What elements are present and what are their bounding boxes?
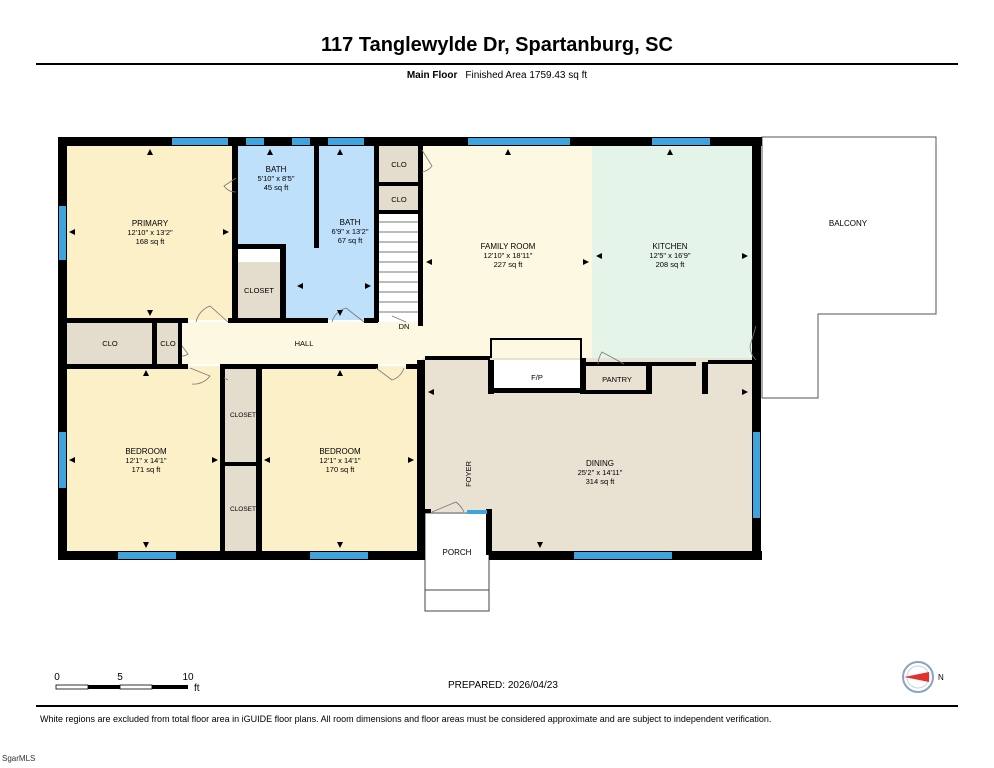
room-bath-2: BATH 6'9" x 13'2" 67 sq ft [332,218,369,245]
mls-watermark: SgarMLS [2,754,36,763]
label-clo-left: CLO [102,339,118,348]
family-fill [422,146,592,358]
svg-text:168 sq ft: 168 sq ft [136,237,166,246]
svg-text:6'9" x 13'2": 6'9" x 13'2" [332,227,369,236]
svg-text:171 sq ft: 171 sq ft [132,465,162,474]
bedroom1-fill [66,366,222,552]
svg-text:12'10" x 13'2": 12'10" x 13'2" [127,228,173,237]
room-dining: DINING 25'2" x 14'11" 314 sq ft [578,459,623,486]
svg-text:FAMILY ROOM: FAMILY ROOM [481,242,536,251]
svg-text:12'1" x 14'1": 12'1" x 14'1" [319,456,360,465]
clo-mid-fill [378,186,420,212]
prepared-date: PREPARED: 2026/04/23 [448,680,558,691]
hall-fill [180,322,422,364]
porch-outline [424,512,490,612]
svg-text:45 sq ft: 45 sq ft [264,183,290,192]
svg-text:DINING: DINING [586,459,614,468]
closet1-fill [224,368,258,464]
label-hall: HALL [295,339,314,348]
label-fireplace: F/P [531,373,543,382]
plan-title: 117 Tanglewylde Dr, Spartanburg, SC [321,34,673,56]
scale-bar: 0 5 10 ft [54,672,200,694]
svg-text:67 sq ft: 67 sq ft [338,236,364,245]
room-primary: PRIMARY 12'10" x 13'2" 168 sq ft [127,219,173,246]
scale-tick-10: 10 [182,672,194,683]
footer-divider [36,705,958,707]
label-porch: PORCH [443,548,472,557]
room-bedroom-1: BEDROOM 12'1" x 14'1" 171 sq ft [125,447,167,474]
label-closet-bath: CLOSET [244,286,274,295]
svg-text:227 sq ft: 227 sq ft [494,260,524,269]
svg-text:12'5" x 16'9": 12'5" x 16'9" [649,251,690,260]
plan-subtitle: Main Floor Finished Area 1759.43 sq ft [0,70,994,81]
clo-small-fill [156,322,180,364]
bath1-fill [238,146,318,248]
walls [58,137,762,560]
svg-text:BEDROOM: BEDROOM [125,447,167,456]
scale-tick-0: 0 [54,672,60,683]
stairs-fill [378,214,420,320]
svg-text:314 sq ft: 314 sq ft [586,477,616,486]
disclaimer: White regions are excluded from total fl… [40,714,772,724]
fireplace-fill [492,360,582,390]
bedroom2-fill [260,366,418,552]
label-clo-small: CLO [160,339,176,348]
svg-text:BATH: BATH [266,165,287,174]
compass-icon: N [902,661,944,693]
room-bedroom-2: BEDROOM 12'1" x 14'1" 170 sq ft [319,447,361,474]
room-bath-1: BATH 5'10" x 8'5" 45 sq ft [258,165,295,192]
svg-text:208 sq ft: 208 sq ft [656,260,686,269]
windows [59,138,760,559]
bath2-fill [286,146,376,320]
svg-text:170 sq ft: 170 sq ft [326,465,356,474]
finished-area: Finished Area 1759.43 sq ft [465,70,588,81]
label-balcony: BALCONY [829,219,868,228]
label-closet-2: CLOSET [230,506,256,513]
label-foyer: FOYER [464,461,473,487]
label-pantry: PANTRY [602,375,632,384]
label-clo-top: CLO [391,160,407,169]
svg-text:25'2" x 14'11": 25'2" x 14'11" [578,468,623,477]
pantry-fill [586,366,650,392]
closet2-fill [224,466,258,552]
scale-tick-5: 5 [117,672,123,683]
primary-fill [66,146,236,320]
svg-text:12'1" x 14'1": 12'1" x 14'1" [125,456,166,465]
header-divider [36,63,958,65]
label-clo-mid: CLO [391,195,407,204]
svg-text:PRIMARY: PRIMARY [132,219,169,228]
svg-text:12'10" x 18'11": 12'10" x 18'11" [484,251,533,260]
room-kitchen: KITCHEN 12'5" x 16'9" 208 sq ft [649,242,690,269]
svg-text:BEDROOM: BEDROOM [319,447,361,456]
svg-text:KITCHEN: KITCHEN [652,242,687,251]
floor-name: Main Floor [406,70,458,81]
label-dn: DN [399,322,410,331]
dimension-arrows [69,149,748,548]
clo-left-fill [66,322,154,364]
closet-bath-fill [236,262,282,318]
stair-treads [378,221,420,313]
kitchen-fill [592,146,752,362]
clo-top-fill [378,146,420,182]
svg-text:5'10" x 8'5": 5'10" x 8'5" [258,174,295,183]
dining-fill [422,358,752,552]
room-family: FAMILY ROOM 12'10" x 18'11" 227 sq ft [481,242,536,269]
label-closet-1: CLOSET [230,412,256,419]
balcony-outline [761,136,937,399]
svg-text:BATH: BATH [340,218,361,227]
compass-north-label: N [938,673,944,682]
scale-unit: ft [194,683,200,694]
